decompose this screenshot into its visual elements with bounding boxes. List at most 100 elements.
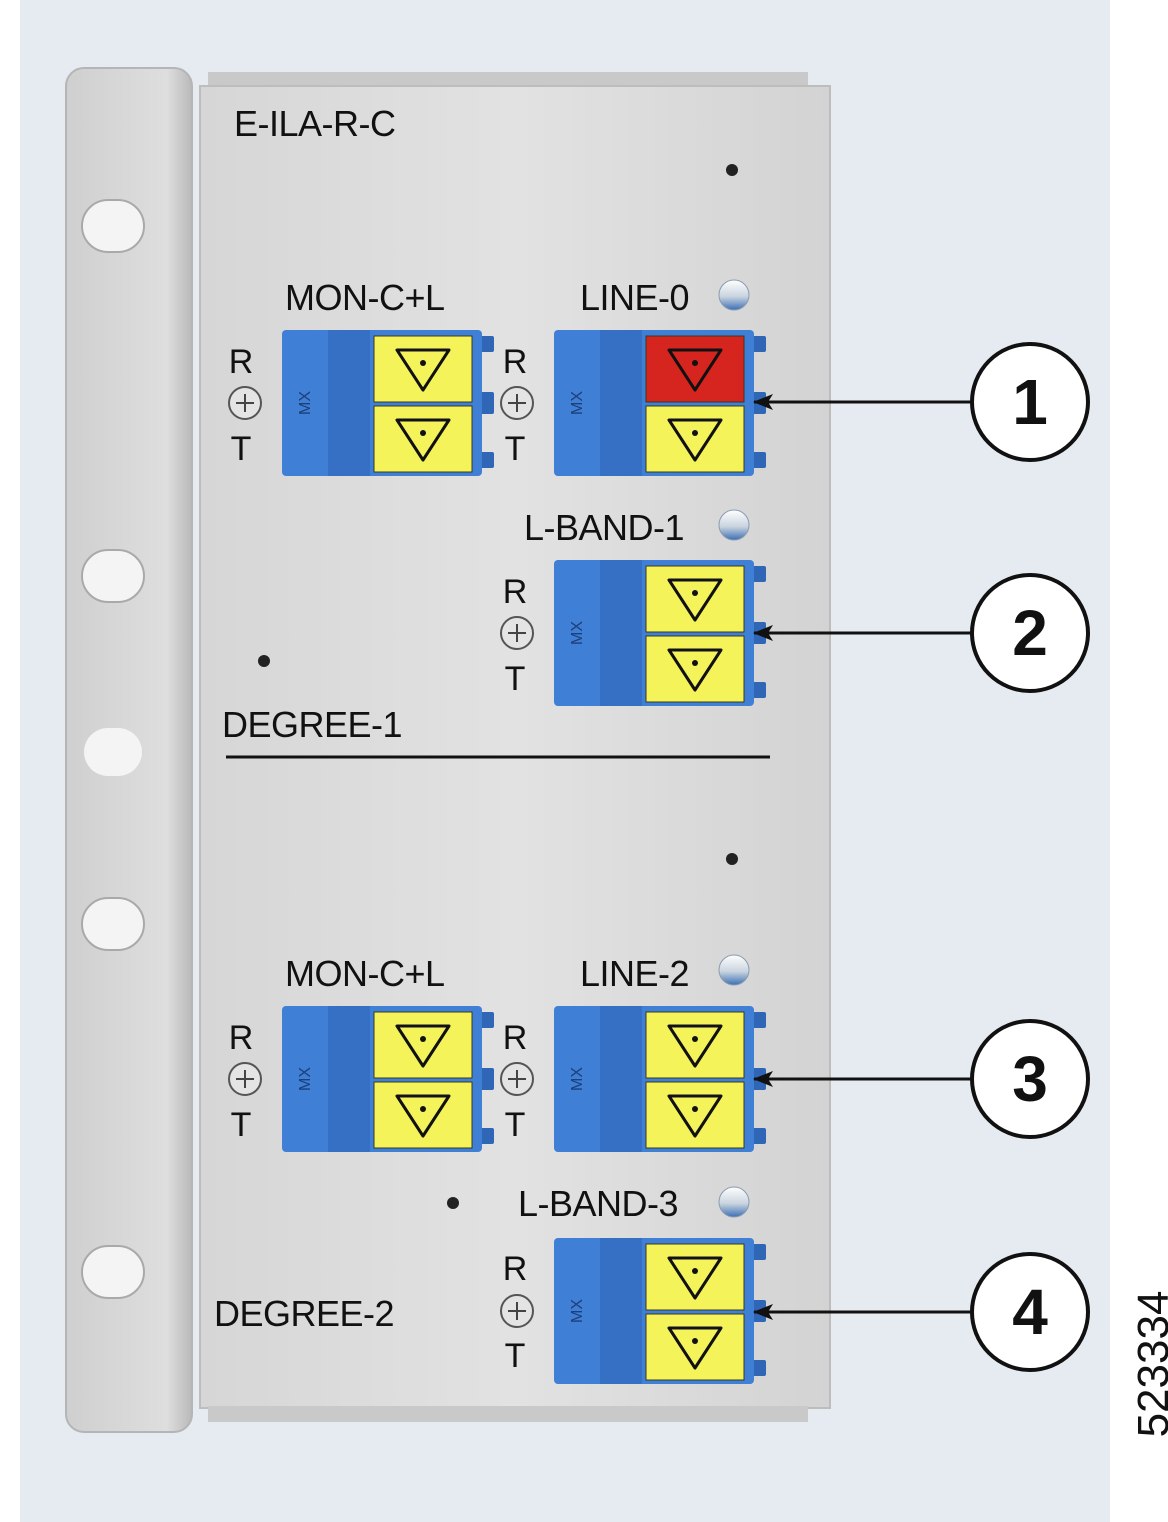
screw-cross <box>508 1302 526 1320</box>
laser-dot <box>420 360 426 366</box>
laser-warning-icon <box>667 1326 723 1370</box>
connector-type-label: MX <box>297 391 314 415</box>
laser-warning-icon <box>395 1024 451 1068</box>
receive-label: R <box>228 343 254 381</box>
connector-type-label: MX <box>569 1299 586 1323</box>
connector-l-band-1[interactable]: MX <box>500 560 766 706</box>
connector-l-band-3[interactable]: MX <box>500 1238 766 1384</box>
transmit-label: T <box>504 1106 526 1144</box>
port-hatch <box>373 1081 473 1149</box>
port-hatch <box>645 565 745 633</box>
connector-shade <box>600 1006 642 1152</box>
laser-dot <box>692 590 698 596</box>
laser-warning-icon <box>395 348 451 392</box>
laser-dot <box>692 360 698 366</box>
callout-circle-1 <box>970 342 1090 462</box>
mounting-hole <box>81 897 145 951</box>
panel-top-edge <box>208 72 808 88</box>
laser-dot <box>692 660 698 666</box>
laser-dot <box>692 1338 698 1344</box>
panel-screw <box>447 1197 459 1209</box>
callout-circle-2 <box>970 573 1090 693</box>
connector-mon-bottom[interactable]: MX <box>228 1006 494 1152</box>
transmit-label: T <box>504 660 526 698</box>
callout-number-3: 3 <box>1012 1043 1048 1115</box>
mounting-hole <box>84 728 142 776</box>
laser-dot <box>420 430 426 436</box>
receive-label: R <box>502 1250 528 1288</box>
port-label-l-band-3: L-BAND-3 <box>518 1183 679 1224</box>
port-label-l-band-1: L-BAND-1 <box>524 507 685 548</box>
connector-shade <box>328 1006 370 1152</box>
port-hatch <box>645 1313 745 1381</box>
connector-type-label: MX <box>569 621 586 645</box>
connector-type-label: MX <box>569 1067 586 1091</box>
transmit-label: T <box>230 430 252 468</box>
laser-dot <box>692 1268 698 1274</box>
callout-circle-3 <box>970 1019 1090 1139</box>
connector-line-2[interactable]: MX <box>500 1006 766 1152</box>
receive-label: R <box>502 573 528 611</box>
transmit-label: T <box>504 1337 526 1375</box>
laser-warning-icon <box>395 418 451 462</box>
port-hatch <box>645 1243 745 1311</box>
port-hatch <box>373 335 473 403</box>
screw-cross <box>236 394 254 412</box>
led-icon <box>718 279 750 311</box>
receive-label: R <box>228 1019 254 1057</box>
port-hatch <box>645 1011 745 1079</box>
connector-shade <box>600 1238 642 1384</box>
port-hatch <box>645 635 745 703</box>
callout-number-1: 1 <box>1012 366 1048 438</box>
led-icon <box>718 1186 750 1218</box>
connector-mon-top[interactable]: MX <box>228 330 494 476</box>
connector-type-label: MX <box>569 391 586 415</box>
laser-dot <box>420 1036 426 1042</box>
port-label-mon-bottom: MON-C+L <box>285 953 445 994</box>
mounting-hole <box>81 549 145 603</box>
laser-warning-icon <box>667 1256 723 1300</box>
laser-dot <box>692 1036 698 1042</box>
screw-cross <box>508 624 526 642</box>
screw-cross <box>508 1070 526 1088</box>
port-hatch <box>645 405 745 473</box>
laser-dot <box>420 1106 426 1112</box>
callout-number-4: 4 <box>1012 1276 1048 1348</box>
port-hatch <box>645 1081 745 1149</box>
connector-shade <box>328 330 370 476</box>
laser-warning-icon <box>667 348 723 392</box>
degree-label-1: DEGREE-1 <box>222 704 403 745</box>
transmit-label: T <box>504 430 526 468</box>
connector-type-label: MX <box>297 1067 314 1091</box>
panel-screw <box>258 655 270 667</box>
mounting-hole <box>81 1245 145 1299</box>
led-icon <box>718 954 750 986</box>
laser-warning-icon <box>395 1094 451 1138</box>
connector-line-0[interactable]: MX <box>500 330 766 476</box>
laser-warning-icon <box>667 1094 723 1138</box>
screw-cross <box>236 1070 254 1088</box>
port-label-mon-top: MON-C+L <box>285 277 445 318</box>
laser-dot <box>692 1106 698 1112</box>
port-label-line-2: LINE-2 <box>580 953 690 994</box>
screw-cross <box>508 394 526 412</box>
callout-number-2: 2 <box>1012 597 1048 669</box>
transmit-label: T <box>230 1106 252 1144</box>
laser-warning-icon <box>667 648 723 692</box>
laser-dot <box>692 430 698 436</box>
callout-circle-4 <box>970 1252 1090 1372</box>
panel-bottom-edge <box>208 1406 808 1422</box>
module-name: E-ILA-R-C <box>234 103 396 144</box>
laser-warning-icon <box>667 578 723 622</box>
port-hatch <box>645 335 745 403</box>
figure-id: 523334 <box>1129 1290 1168 1438</box>
receive-label: R <box>502 1019 528 1057</box>
port-label-line-0: LINE-0 <box>580 277 690 318</box>
panel-screw <box>726 853 738 865</box>
port-hatch <box>373 1011 473 1079</box>
connector-shade <box>600 560 642 706</box>
connector-shade <box>600 330 642 476</box>
panel-screw <box>726 164 738 176</box>
